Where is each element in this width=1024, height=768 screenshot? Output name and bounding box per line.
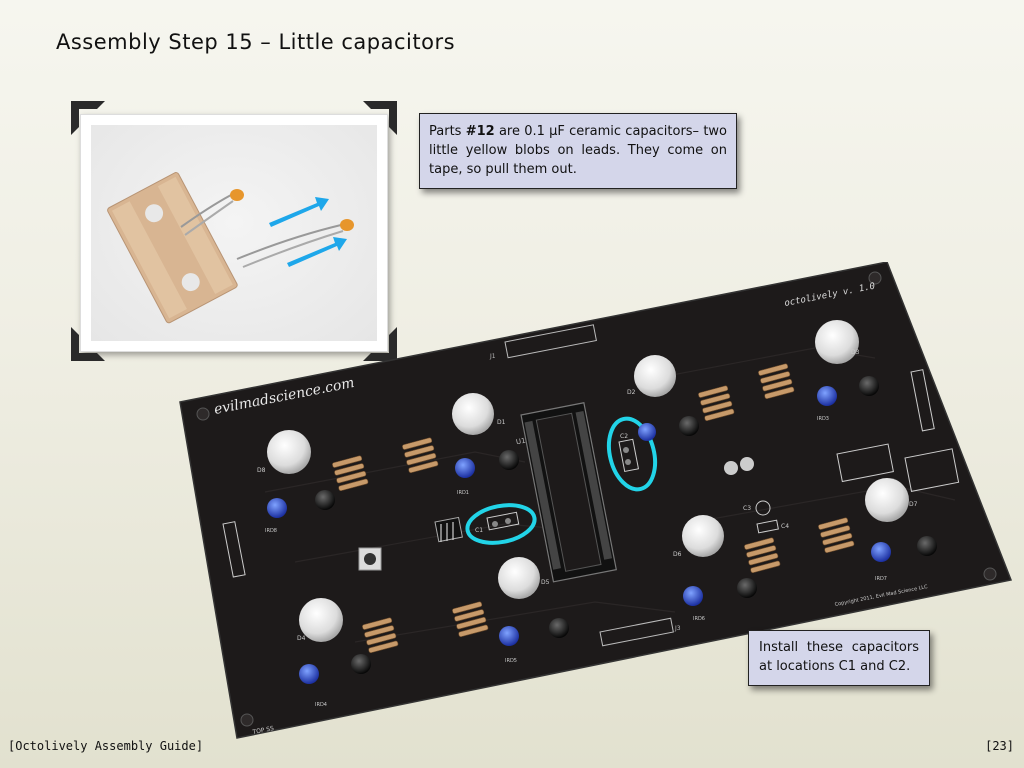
svg-text:IRD1: IRD1 — [457, 490, 469, 496]
install-note-text: Install these capacitors at locations C1… — [759, 640, 919, 674]
guide-name: [Octolively Assembly Guide] — [8, 739, 204, 753]
ir-led: IRD4 — [299, 664, 327, 708]
top-silkscreen: TOP SS — [251, 725, 275, 736]
footprint-c1: C1 — [475, 511, 520, 534]
svg-text:J1: J1 — [489, 353, 496, 360]
isp-header — [434, 516, 463, 543]
slide-title: Assembly Step 15 – Little capacitors — [56, 30, 456, 54]
photo-content — [91, 125, 377, 341]
capacitor-photo — [71, 101, 397, 361]
svg-text:IRD8: IRD8 — [265, 528, 277, 534]
footprint-c4: C4 — [756, 519, 789, 534]
photo-corner-icon — [71, 101, 105, 135]
svg-text:C3: C3 — [743, 505, 751, 512]
svg-text:D2: D2 — [627, 389, 636, 396]
c1-highlight — [465, 503, 537, 545]
svg-text:D3: D3 — [851, 349, 860, 356]
parts-note: Parts #12 are 0.1 µF ceramic capacitors–… — [419, 113, 737, 189]
svg-text:D6: D6 — [673, 551, 682, 558]
svg-text:D7: D7 — [909, 501, 918, 508]
svg-text:D8: D8 — [257, 467, 266, 474]
page-number: [23] — [985, 739, 1014, 753]
ir-led: IRD8 — [265, 498, 287, 534]
phototransistor — [315, 376, 937, 674]
note-prefix: Parts — [429, 124, 466, 139]
capacitor-illustration — [107, 172, 354, 324]
white-led: D3 — [815, 320, 860, 364]
note-text: are 0.1 µF ceramic capacitors– two littl… — [429, 124, 727, 177]
ir-led — [638, 423, 656, 441]
side-header — [222, 369, 935, 578]
footprint-c3: C3 — [743, 500, 771, 516]
svg-text:C4: C4 — [781, 523, 789, 530]
svg-text:IRD7: IRD7 — [875, 576, 887, 582]
svg-text:D1: D1 — [497, 419, 506, 426]
svg-text:IRD4: IRD4 — [315, 702, 327, 708]
ir-led: IRD5 — [499, 626, 519, 664]
white-led: D6 — [673, 515, 724, 558]
svg-text:J3: J3 — [674, 625, 681, 632]
svg-text:C2: C2 — [620, 433, 628, 440]
power-footprint — [724, 443, 960, 492]
photo-corner-icon — [363, 327, 397, 361]
ir-led: IRD3 — [817, 386, 837, 422]
svg-text:IRD5: IRD5 — [505, 658, 517, 664]
c2-highlight — [606, 416, 658, 492]
ir-led: IRD1 — [455, 458, 475, 496]
footprint-c2: C2 — [618, 433, 640, 473]
resistor-group — [332, 363, 855, 653]
arrow-icon — [269, 197, 347, 267]
svg-text:IRD6: IRD6 — [693, 616, 705, 622]
tape-hole — [145, 204, 164, 223]
header-j1: J1 — [489, 324, 597, 360]
photo-corner-icon — [71, 327, 105, 361]
ic-socket-u1: U1 — [515, 402, 618, 583]
reset-button — [358, 547, 382, 571]
white-led: D7 — [865, 478, 918, 522]
svg-text:IRD3: IRD3 — [817, 416, 829, 422]
white-led: D4 — [297, 598, 343, 642]
ir-led: IRD7 — [871, 542, 891, 582]
paper-tape — [107, 172, 238, 324]
svg-text:C1: C1 — [475, 527, 483, 534]
part-number: #12 — [465, 124, 495, 139]
header-j3: J3 — [599, 617, 681, 647]
photo-corner-icon — [363, 101, 397, 135]
capacitor-blob — [340, 219, 354, 231]
install-note: Install these capacitors at locations C1… — [748, 630, 930, 686]
white-led: D1 — [452, 393, 506, 435]
ir-led: IRD6 — [683, 586, 705, 622]
svg-text:D4: D4 — [297, 635, 306, 642]
white-led: D8 — [257, 430, 311, 474]
svg-text:U1: U1 — [515, 437, 526, 447]
white-led: D2 — [627, 355, 676, 397]
tape-hole — [181, 273, 200, 292]
white-led: D5 — [498, 557, 550, 599]
pcb-board: evilmadscience.com octolively v. 1.0 Cop… — [179, 262, 1013, 739]
svg-text:D5: D5 — [541, 579, 550, 586]
capacitor-blob — [230, 189, 244, 201]
